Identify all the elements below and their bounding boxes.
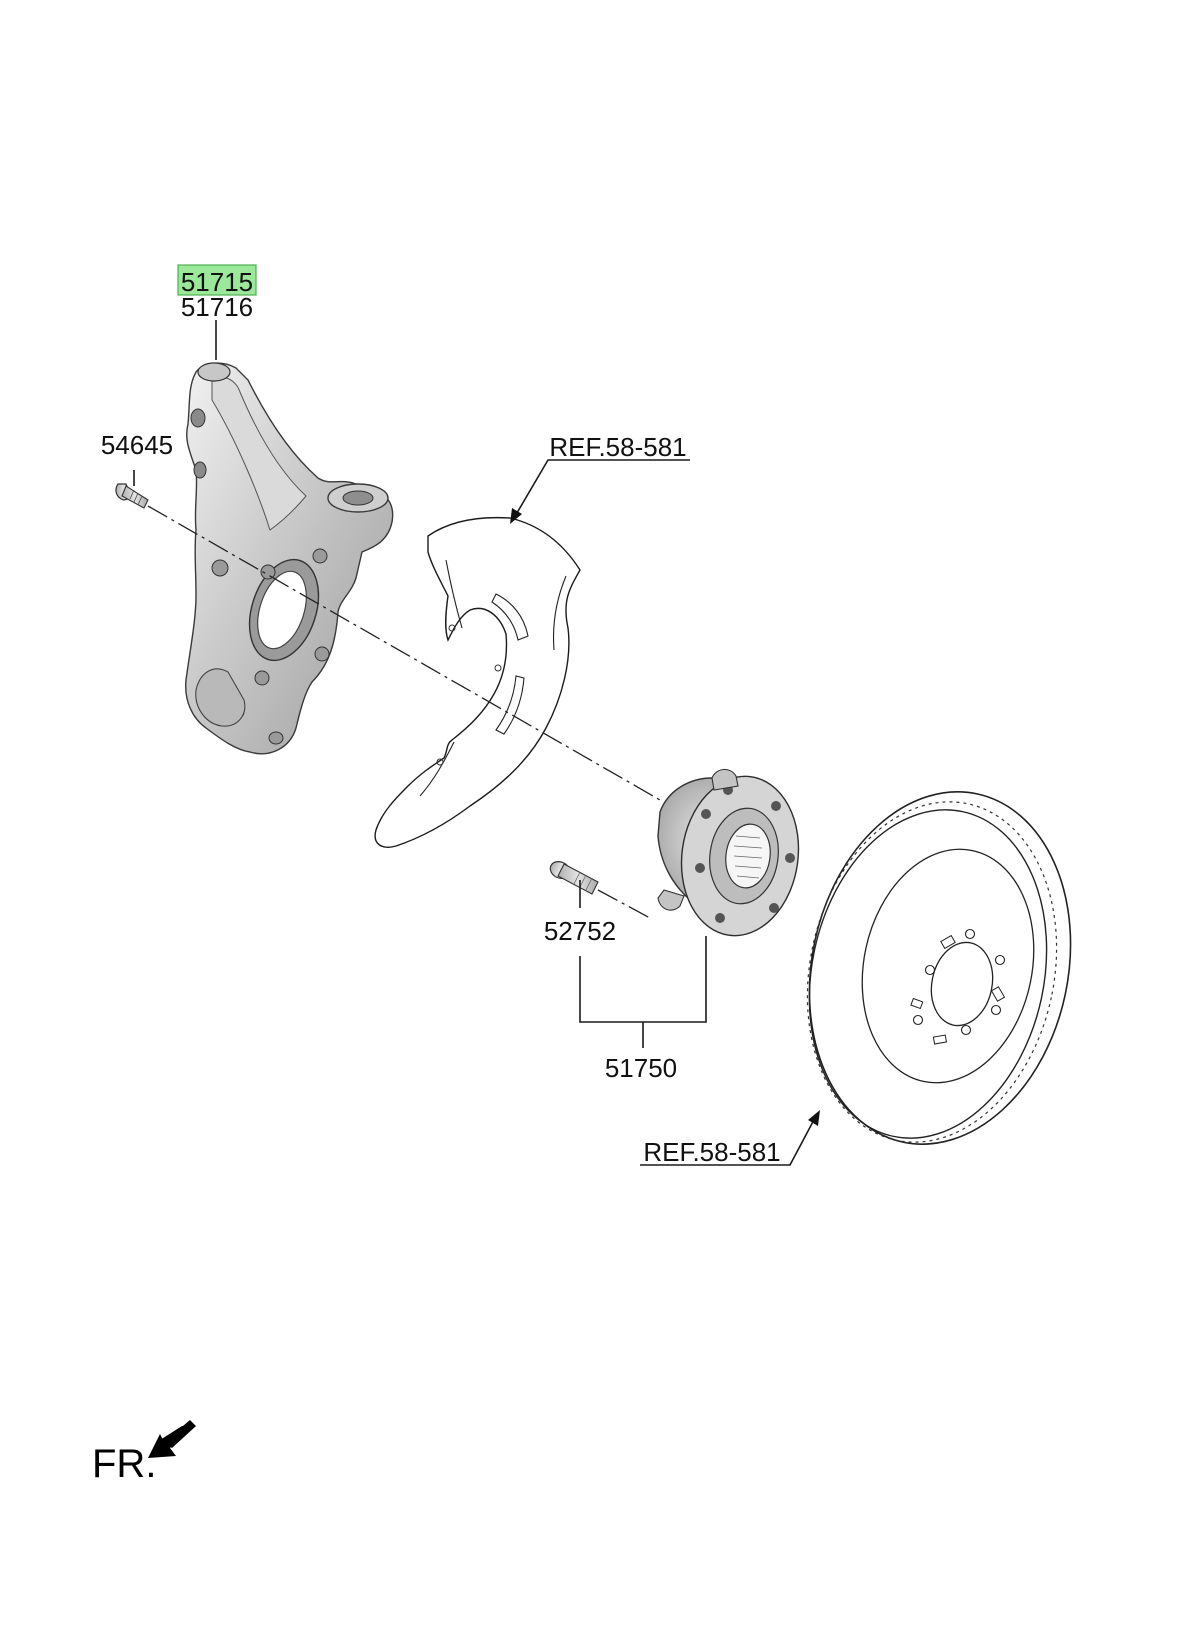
arrow-left-down-icon [148,1420,196,1458]
front-marker-label: FR. [92,1442,156,1486]
wheel-bolt[interactable] [548,859,599,895]
label-51750[interactable]: 51750 [605,1053,677,1083]
steering-knuckle[interactable] [185,362,394,755]
knuckle-bolt[interactable] [115,483,149,509]
label-51715[interactable]: 51715 [181,267,253,297]
dust-cover-leader [513,459,690,519]
assembly-axis [147,505,675,809]
arrowhead-icon [510,508,522,524]
brake-disc[interactable] [777,767,1102,1168]
arrowhead-icon [808,1110,820,1126]
highlight-box [177,264,257,296]
dust-cover[interactable] [374,516,581,848]
label-54645[interactable]: 54645 [101,430,173,460]
label-ref-disc[interactable]: REF.58-581 [643,1137,780,1167]
hub-bracket [579,936,707,1023]
bolt-axis [597,889,651,919]
disc-leader [640,1115,817,1166]
label-52752[interactable]: 52752 [544,916,616,946]
wheel-hub-assembly[interactable] [657,768,809,944]
label-ref-dust-cover[interactable]: REF.58-581 [549,432,686,462]
label-51716[interactable]: 51716 [181,292,253,322]
